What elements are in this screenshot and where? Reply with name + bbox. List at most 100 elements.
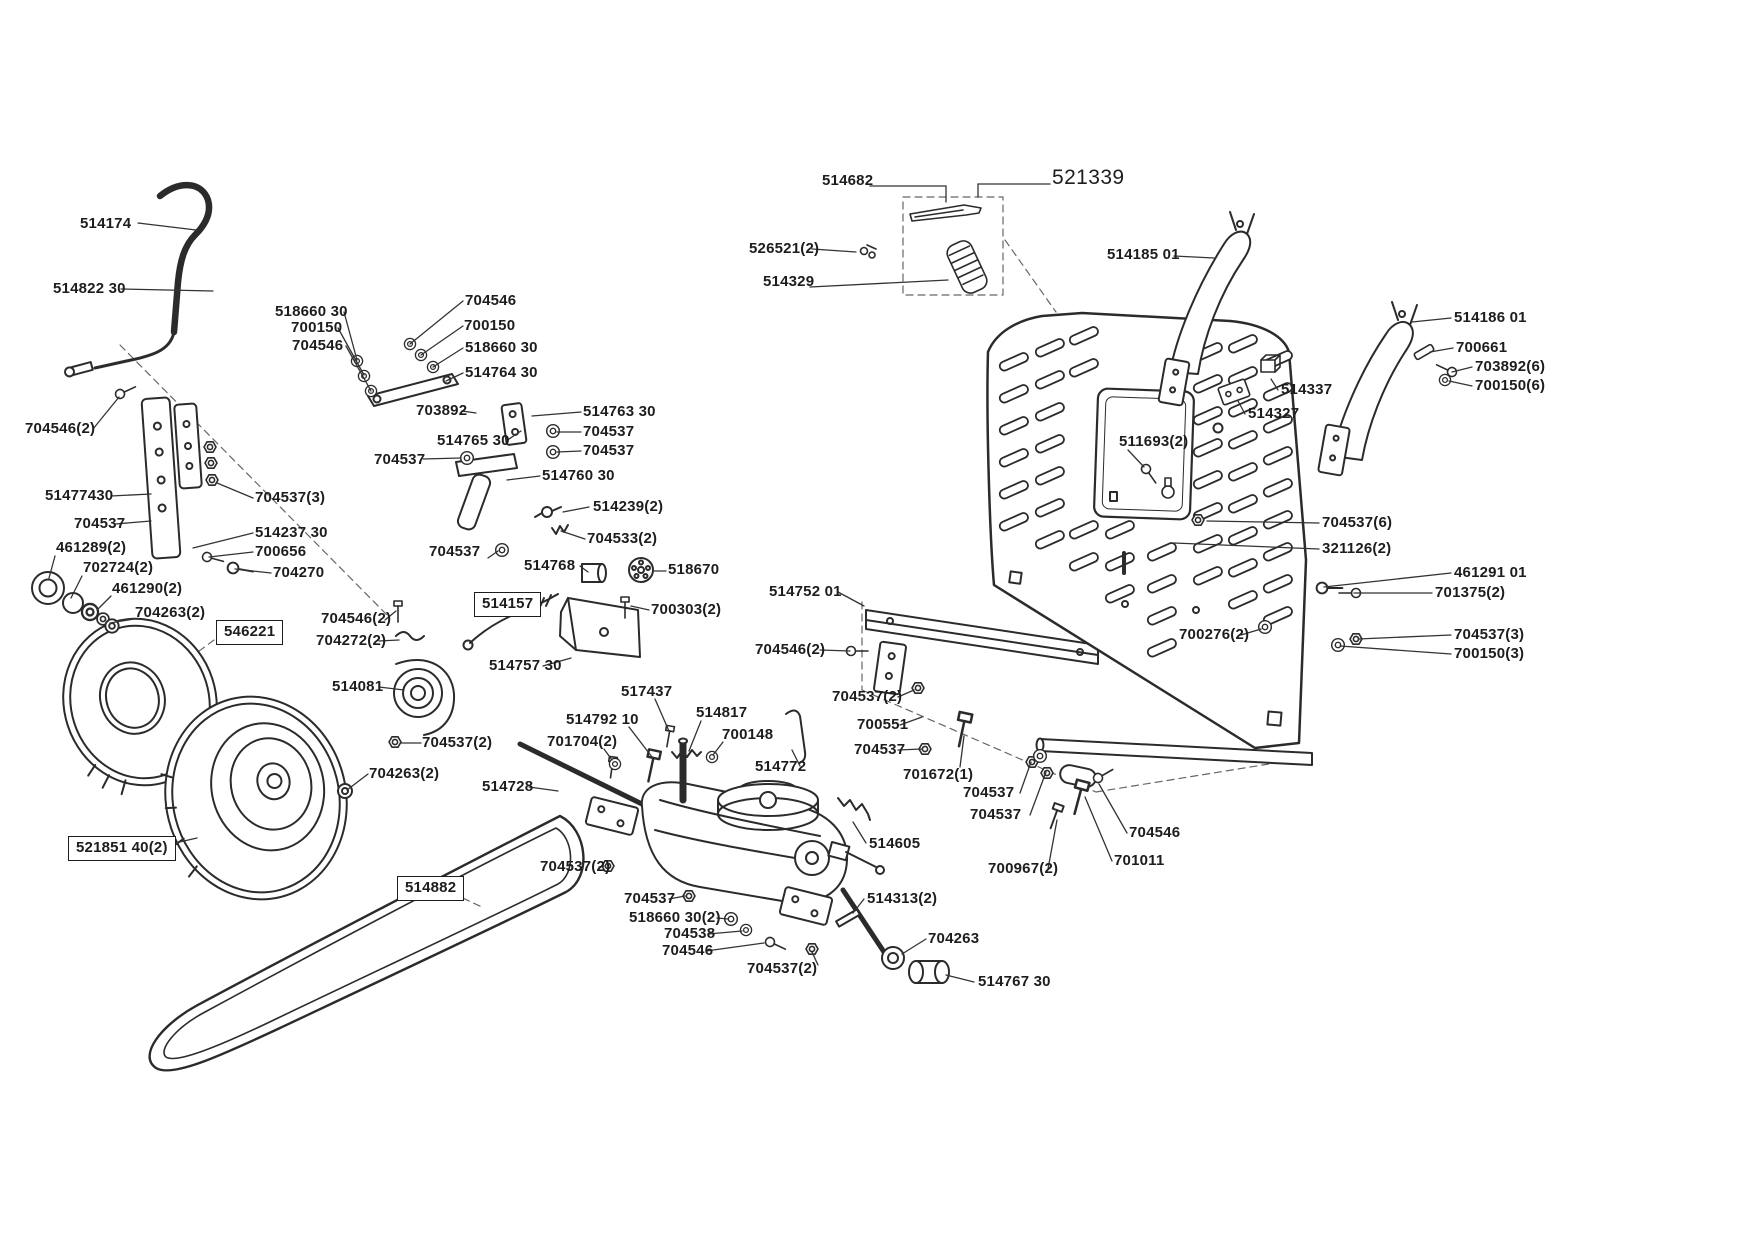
part-label: 704537 (970, 806, 1022, 823)
part-label: 518660 30 (465, 339, 538, 356)
part-label: 51477430 (45, 487, 114, 504)
part-label: 514239(2) (593, 498, 664, 515)
part-label: 703892(6) (1475, 358, 1546, 375)
spring-514817 (671, 749, 702, 759)
part-label: 514817 (696, 704, 748, 721)
part-label: 514764 30 (465, 364, 538, 381)
part-label: 704537(2) (422, 734, 493, 751)
part-label: 514728 (482, 778, 534, 795)
bracket-514757 (559, 597, 641, 658)
part-label: 704537 (74, 515, 126, 532)
part-label: 704537(2) (747, 960, 818, 977)
axle-end-parts (835, 908, 950, 984)
part-label: 700656 (255, 543, 307, 560)
part-label: 514822 30 (53, 280, 126, 297)
part-label: 704537(2) (540, 858, 611, 875)
bracket-514760 (455, 453, 518, 531)
part-label: 704537 (963, 784, 1015, 801)
part-label: 514157 (474, 592, 542, 617)
part-label: 704537(6) (1322, 514, 1393, 531)
part-label: 514329 (763, 273, 815, 290)
spring-514605 (837, 797, 871, 821)
part-label: 461290(2) (112, 580, 183, 597)
part-label: 700150 (291, 319, 343, 336)
part-label: 700661 (1456, 339, 1508, 356)
part-label: 514185 01 (1107, 246, 1180, 263)
leader-lines (48, 183, 1473, 983)
part-label: 701672(1) (903, 766, 974, 783)
part-label: 521339 (1052, 166, 1125, 189)
part-label: 704263(2) (369, 765, 440, 782)
part-label: 704546(2) (755, 641, 826, 658)
strap-514764 (367, 373, 459, 407)
part-label: 514767 30 (978, 973, 1051, 990)
part-label: 704537 (429, 543, 481, 560)
part-label: 700303(2) (651, 601, 722, 618)
kit-box-outline (902, 196, 1004, 296)
part-label: 514237 30 (255, 524, 328, 541)
clamp-704272 (395, 631, 425, 641)
part-label: 514763 30 (583, 403, 656, 420)
part-label: 514757 30 (489, 657, 562, 674)
pin-700661 (1413, 343, 1435, 361)
part-label: 704546(2) (25, 420, 96, 437)
hook-rod-514772 (785, 709, 807, 763)
part-label: 700551 (857, 716, 909, 733)
part-label: 514768 (524, 557, 576, 574)
part-label: 704546(2) (321, 610, 392, 627)
part-label: 704537(3) (1454, 626, 1525, 643)
bracket-514763 (500, 402, 528, 446)
part-label: 704263 (928, 930, 980, 947)
part-label: 704533(2) (587, 530, 658, 547)
part-label: 701375(2) (1435, 584, 1506, 601)
part-label: 514882 (397, 876, 465, 901)
part-label: 701704(2) (547, 733, 618, 750)
right-hardware (1161, 343, 1435, 499)
part-label: 517437 (621, 683, 673, 700)
part-label: 321126(2) (1322, 540, 1392, 557)
part-label: 700148 (722, 726, 774, 743)
part-label: 704537(3) (255, 489, 326, 506)
part-label: 514174 (80, 215, 132, 232)
part-label: 511693(2) (1119, 433, 1189, 450)
handle-lever (64, 181, 213, 378)
part-label: 704546 (292, 337, 344, 354)
idler-pulley (393, 631, 456, 736)
grip-514329 (946, 240, 988, 294)
part-label: 704537 (583, 423, 635, 440)
transaxle (517, 709, 887, 955)
part-label: 518660 30 (275, 303, 348, 320)
part-label: 702724(2) (83, 559, 154, 576)
part-label: 514337 (1281, 381, 1333, 398)
part-label: 704538 (664, 925, 716, 942)
part-label: 704263(2) (135, 604, 206, 621)
part-label: 700276(2) (1179, 626, 1250, 643)
part-label: 700150(3) (1454, 645, 1525, 662)
cube-514337 (1260, 354, 1281, 373)
part-label: 521851 40(2) (68, 836, 176, 861)
mount-plate-tall (140, 396, 182, 560)
part-label: 514605 (869, 835, 921, 852)
part-label: 514765 30 (437, 432, 510, 449)
part-label: 526521(2) (749, 240, 820, 257)
part-label: 704537 (583, 442, 635, 459)
part-label: 701011 (1114, 852, 1165, 869)
part-label: 704270 (273, 564, 325, 581)
fitting-321126 (1161, 477, 1175, 499)
part-label: 514081 (332, 678, 384, 695)
support-arm-left (1157, 211, 1255, 407)
part-label: 514186 01 (1454, 309, 1527, 326)
support-arm-right (1317, 301, 1418, 477)
part-label: 461289(2) (56, 539, 127, 556)
part-label: 514760 30 (542, 467, 615, 484)
part-label: 514313(2) (867, 890, 938, 907)
part-label: 704537 (374, 451, 426, 468)
part-label: 704272(2) (316, 632, 387, 649)
part-label: 704546 (662, 942, 714, 959)
part-label: 703892 (416, 402, 468, 419)
part-label: 704546 (1129, 824, 1181, 841)
bracket-514327 (1217, 378, 1251, 406)
